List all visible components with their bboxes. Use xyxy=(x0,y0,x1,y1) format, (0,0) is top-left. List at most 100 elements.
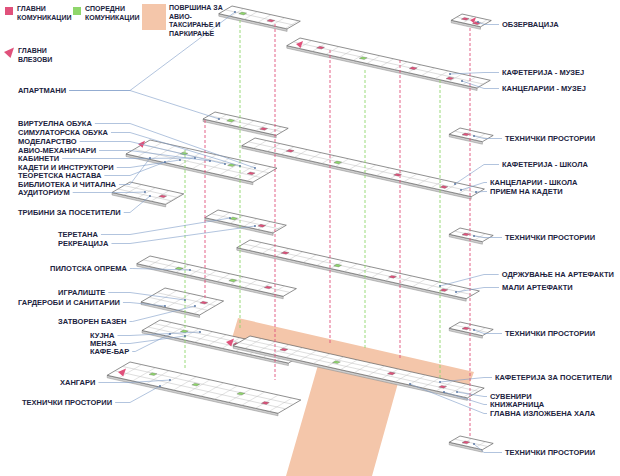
plan-wall xyxy=(455,439,488,446)
leader-line xyxy=(98,380,170,383)
main-core xyxy=(200,301,208,304)
entrance-arrow xyxy=(470,17,476,23)
plan-wall xyxy=(209,116,282,132)
leader-dot xyxy=(439,381,441,383)
room-label: СУВЕНИРИ xyxy=(490,392,532,401)
room-label: ХАНГАРИ xyxy=(60,378,95,387)
leader-line xyxy=(124,196,150,213)
leader-line xyxy=(117,332,200,336)
floor-outline xyxy=(449,128,493,142)
entrance-arrow xyxy=(296,41,303,48)
leader-line xyxy=(123,303,165,307)
room-label: ЗАТВОРЕН БАЗЕН xyxy=(58,317,127,326)
room-label: СИМУЛАТОРСКА ОБУКА xyxy=(18,128,108,137)
room-label: МЕНЗА xyxy=(90,339,117,348)
leader-line xyxy=(120,336,185,344)
leader-line xyxy=(474,330,502,334)
plan-wall xyxy=(457,17,486,24)
leader-dot xyxy=(443,391,445,393)
plan-wall xyxy=(118,189,172,201)
main-core xyxy=(260,127,268,130)
secondary-core xyxy=(227,119,235,122)
leader-dot xyxy=(254,225,256,227)
main-core xyxy=(159,195,167,198)
plan-wall xyxy=(181,329,199,340)
plan-wall xyxy=(453,288,466,296)
main-core xyxy=(462,133,470,136)
vertical-communication xyxy=(240,20,241,330)
room-label: КАНЦЕЛАРИИ - ШКОЛА xyxy=(490,178,577,187)
plan-wall xyxy=(435,71,448,79)
leader-line xyxy=(457,392,487,397)
room-label: ОДРЖУВАЊЕ НА АРТЕФАКТИ xyxy=(502,270,614,279)
leader-dot xyxy=(199,331,201,333)
plan-wall xyxy=(215,386,238,399)
plan-wall xyxy=(245,339,262,349)
leader-line xyxy=(111,226,255,244)
leader-dot xyxy=(218,118,220,120)
plan-wall xyxy=(382,369,399,379)
plan-wall xyxy=(358,267,371,275)
legend-swatch xyxy=(5,7,13,15)
vertical-communication xyxy=(330,50,331,345)
room-label: БИБЛИОТЕКА И ЧИТАЛНА xyxy=(18,180,116,189)
room-label: АУДИТОРИУМ xyxy=(18,188,70,197)
plan-wall xyxy=(286,348,303,358)
plan-wall xyxy=(455,131,488,138)
plan-wall xyxy=(272,18,285,26)
leader-line xyxy=(450,73,499,75)
plan-wall xyxy=(195,332,213,343)
plan-wall xyxy=(157,293,216,306)
main-core xyxy=(446,77,454,80)
main-core xyxy=(286,150,294,153)
plan-wall xyxy=(385,273,398,281)
plan-wall xyxy=(124,185,142,196)
floor-plate xyxy=(449,128,493,144)
room-label: КАФЕТЕРИЈА ЗА ПОСЕТИТЕЛИ xyxy=(495,373,612,382)
vertical-communication xyxy=(365,70,366,350)
room-label: ТРИБИНИ ЗА ПОСЕТИТЕЛИ xyxy=(18,208,121,217)
main-core xyxy=(247,172,255,175)
plan-wall xyxy=(349,162,362,170)
floor-plate xyxy=(449,228,493,244)
leader-dot xyxy=(159,385,161,387)
plan-wall xyxy=(225,10,293,25)
room-label: АПАРТМАНИ xyxy=(18,86,66,95)
leader-line xyxy=(461,183,487,191)
secondary-core xyxy=(149,373,157,376)
plan-wall xyxy=(187,380,210,393)
room-label: ТЕРЕТАНА xyxy=(58,230,98,239)
leader-dot xyxy=(449,73,451,75)
floor-outline xyxy=(449,436,493,450)
floor-plate xyxy=(449,436,493,452)
leader-line xyxy=(132,334,170,352)
leader-dot xyxy=(184,335,186,337)
main-core xyxy=(462,327,470,330)
floor-plate xyxy=(451,14,491,29)
leader-lines xyxy=(62,11,502,452)
plan-wall xyxy=(149,259,162,267)
plan-wall xyxy=(165,194,183,205)
plan-wall xyxy=(201,383,224,396)
leader-line xyxy=(130,306,195,322)
secondary-core xyxy=(192,383,200,386)
legend-text: ПОВРШИНА ЗА АВИО-ТАКСИРАЊЕ И ПАРКИРАЊЕ xyxy=(169,4,227,38)
room-label: КАФЕТЕРИЈА - ШКОЛА xyxy=(502,160,588,169)
plan-wall xyxy=(151,146,175,160)
plan-wall xyxy=(326,47,339,55)
leader-line xyxy=(444,392,487,405)
legend-text: ГЛАВНИ ВЛЕЗОВИ xyxy=(18,47,72,64)
plan-wall xyxy=(303,255,316,263)
leader-dot xyxy=(169,379,171,381)
plan-wall xyxy=(249,243,262,251)
plan-wall xyxy=(217,274,230,282)
main-core xyxy=(317,46,325,49)
floor-outline xyxy=(449,228,493,242)
floor-plate xyxy=(107,362,301,416)
plan-wall xyxy=(371,270,384,278)
room-label: ПРИЕМ НА КАДЕТИ xyxy=(490,187,563,196)
leader-dot xyxy=(164,161,166,163)
floor-outline xyxy=(205,210,286,233)
plan-wall xyxy=(208,335,226,346)
